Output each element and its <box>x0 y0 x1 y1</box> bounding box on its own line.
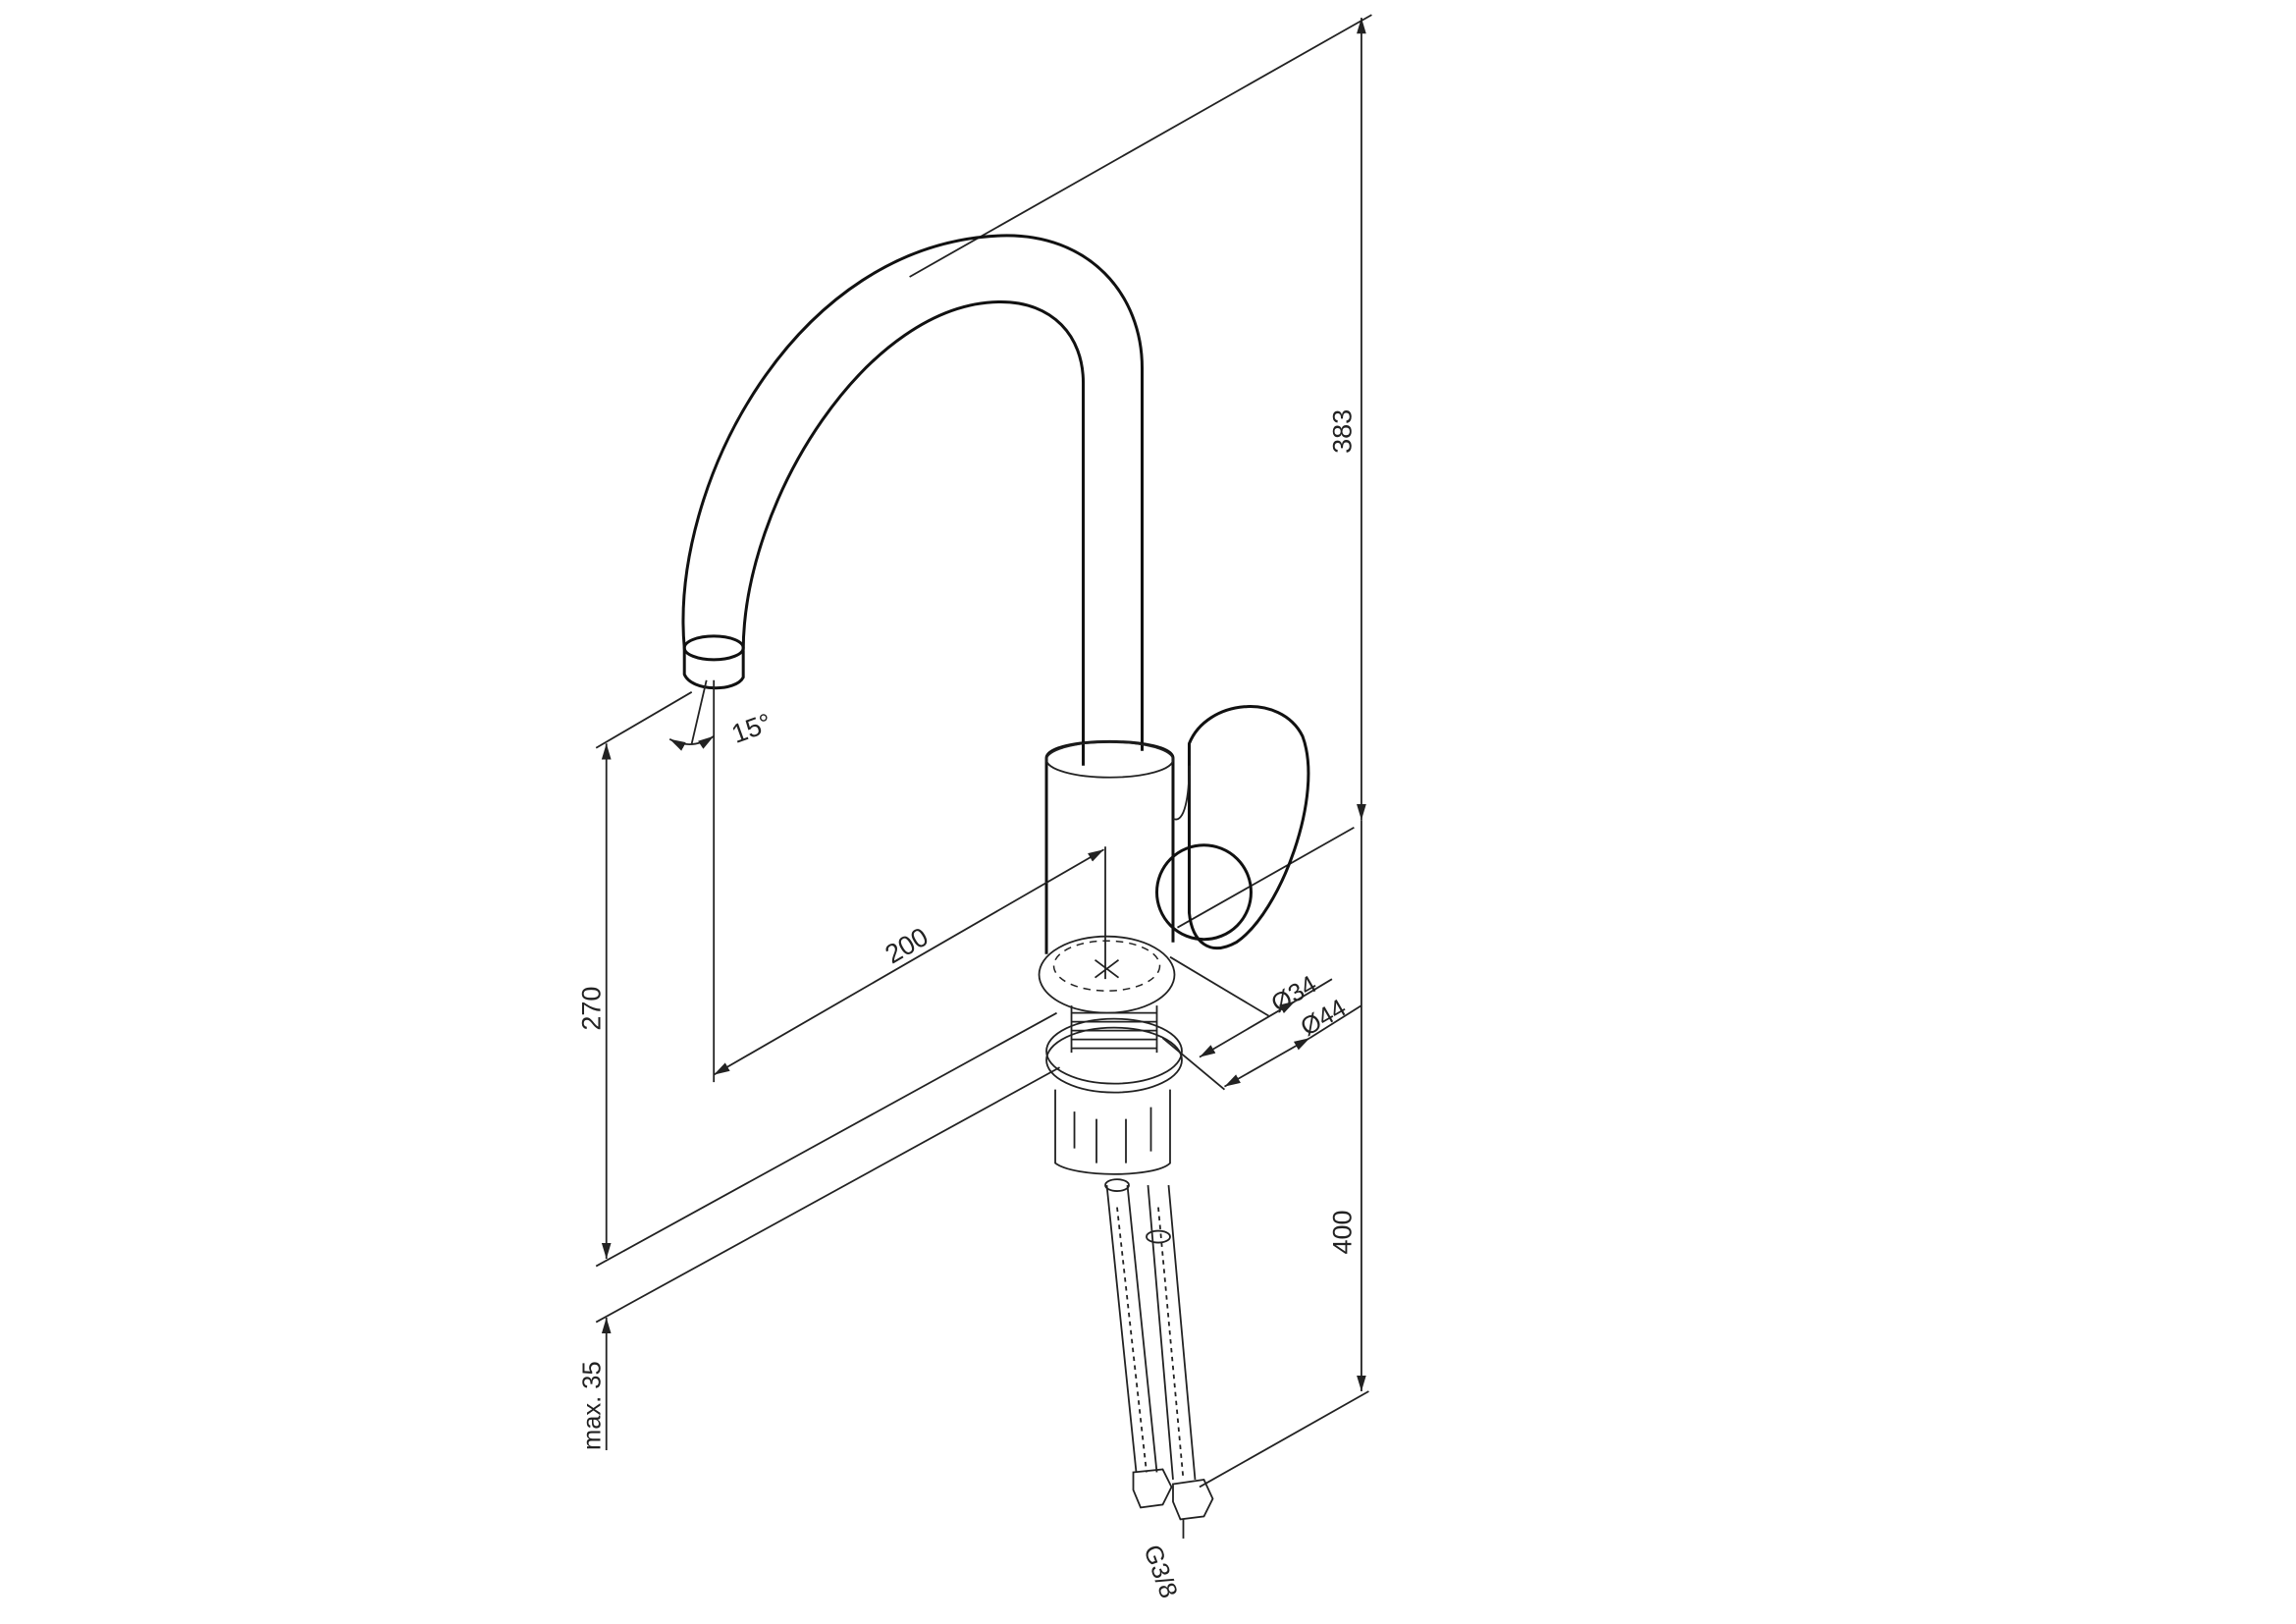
dim-383-label: 383 <box>1327 409 1357 454</box>
dim-400-label: 400 <box>1327 1211 1357 1255</box>
height-dimension-left <box>595 691 1060 1450</box>
lever-handle <box>1154 705 1310 949</box>
supply-hoses <box>1104 1178 1214 1539</box>
mounting-base <box>1038 935 1183 1175</box>
thread-g38-label: G3/8 <box>1138 1542 1182 1601</box>
dim-200-label: 200 <box>881 922 934 969</box>
angle-15-label: 15° <box>727 708 775 749</box>
reach-dimension <box>668 679 1104 1083</box>
diameter-dimensions <box>1161 955 1362 1091</box>
dim-270-label: 270 <box>577 987 607 1031</box>
height-dimension-right <box>909 14 1372 1489</box>
dim-max35-label: max. 35 <box>579 1361 607 1450</box>
spout <box>681 234 1145 766</box>
